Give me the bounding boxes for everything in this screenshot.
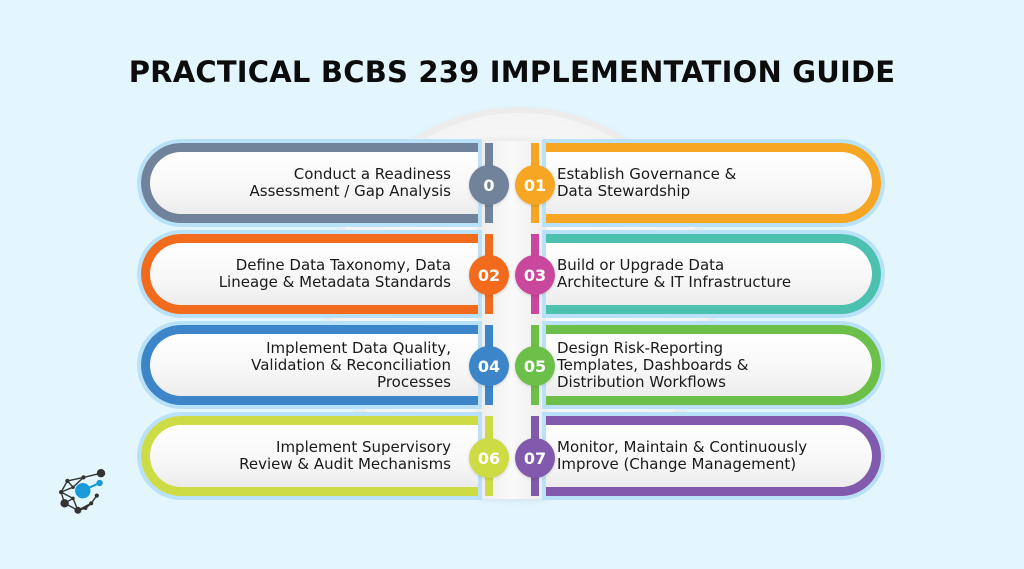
step-06-line1: Implement Supervisory	[276, 438, 451, 456]
step-06-card: Implement Supervisory Review & Audit Mec…	[141, 416, 478, 496]
step-05-line2: Templates, Dashboards &	[557, 355, 749, 374]
step-02-line1: Define Data Taxonomy, Data	[235, 256, 451, 274]
step-03-line2: Architecture & IT Infrastructure	[557, 273, 792, 291]
step-05-badge: 05	[515, 346, 555, 386]
step-02-line2: Lineage & Metadata Standards	[218, 273, 451, 291]
step-04-card: Implement Data Quality, Validation & Rec…	[141, 325, 478, 405]
step-03-line1: Build or Upgrade Data	[557, 256, 725, 274]
step-05-card: Design Risk-Reporting Templates, Dashboa…	[546, 325, 881, 405]
step-04-line3: Processes	[377, 372, 451, 391]
step-07-line2: Improve (Change Management)	[557, 455, 797, 473]
step-02-card: Define Data Taxonomy, Data Lineage & Met…	[141, 234, 478, 314]
step-0-badge: 0	[469, 165, 509, 205]
step-01-line1: Establish Governance &	[557, 165, 737, 183]
step-01-card: Establish Governance & Data Stewardship	[546, 143, 881, 223]
step-02-text: Define Data Taxonomy, Data Lineage & Met…	[219, 243, 451, 305]
network-node-logo-icon	[52, 462, 108, 518]
step-05-line1: Design Risk-Reporting	[557, 338, 723, 357]
step-07-text: Monitor, Maintain & Continuously Improve…	[557, 425, 807, 487]
step-03-text: Build or Upgrade Data Architecture & IT …	[557, 243, 791, 305]
step-04-badge: 04	[469, 346, 509, 386]
step-06-badge: 06	[469, 438, 509, 478]
step-0-line2: Assessment / Gap Analysis	[249, 182, 451, 200]
step-01-line2: Data Stewardship	[557, 182, 691, 200]
step-01-badge: 01	[515, 165, 555, 205]
step-02-badge: 02	[469, 255, 509, 295]
step-01-text: Establish Governance & Data Stewardship	[557, 152, 736, 214]
step-06-line2: Review & Audit Mechanisms	[239, 455, 451, 473]
step-05-line3: Distribution Workflows	[557, 372, 726, 391]
step-05-text: Design Risk-Reporting Templates, Dashboa…	[557, 334, 748, 396]
step-06-text: Implement Supervisory Review & Audit Mec…	[239, 425, 451, 487]
step-07-badge: 07	[515, 438, 555, 478]
step-03-card: Build or Upgrade Data Architecture & IT …	[546, 234, 881, 314]
step-07-card: Monitor, Maintain & Continuously Improve…	[546, 416, 881, 496]
step-04-line1: Implement Data Quality,	[266, 338, 451, 357]
step-03-badge: 03	[515, 255, 555, 295]
step-0-text: Conduct a Readiness Assessment / Gap Ana…	[250, 152, 451, 214]
page-title: PRACTICAL BCBS 239 IMPLEMENTATION GUIDE	[128, 55, 896, 89]
step-04-line2: Validation & Reconciliation	[251, 355, 451, 374]
step-0-line1: Conduct a Readiness	[293, 165, 451, 183]
step-04-text: Implement Data Quality, Validation & Rec…	[251, 334, 451, 396]
step-07-line1: Monitor, Maintain & Continuously	[557, 438, 808, 456]
step-0-card: Conduct a Readiness Assessment / Gap Ana…	[141, 143, 478, 223]
